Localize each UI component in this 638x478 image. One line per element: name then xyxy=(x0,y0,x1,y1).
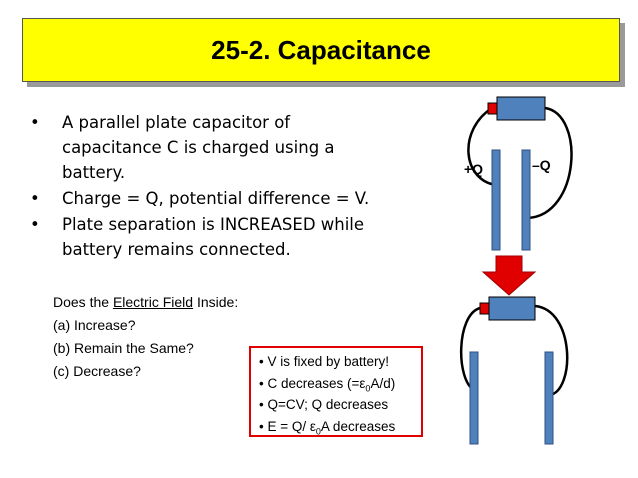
top-battery-icon xyxy=(496,96,546,121)
bullet-line: battery. xyxy=(62,163,126,182)
title-banner: 25-2. Capacitance xyxy=(22,18,620,82)
bullet-item: • Plate separation is INCREASED while ba… xyxy=(30,212,400,262)
down-arrow-icon xyxy=(481,255,537,296)
answer-text: A/d) xyxy=(370,375,396,391)
bottom-battery-terminal-icon xyxy=(479,302,490,315)
option-c: (c) Decrease? xyxy=(53,363,141,379)
question-suffix: Inside: xyxy=(193,294,239,310)
bottom-circuit xyxy=(459,296,569,445)
answer-subscript: 0 xyxy=(365,383,371,394)
answer-marker: • xyxy=(259,397,264,412)
answer-box: • V is fixed by battery! • C decreases (… xyxy=(249,346,423,437)
answer-marker: • xyxy=(259,418,264,434)
top-circuit: +Q –Q xyxy=(464,96,573,251)
answer-text: V is fixed by battery! xyxy=(263,354,390,369)
bullet-marker: • xyxy=(30,189,40,208)
answer-subscript: 0 xyxy=(315,426,321,437)
bottom-right-wire xyxy=(534,304,569,397)
answer-line: • Q=CV; Q decreases xyxy=(259,394,421,416)
top-left-plate xyxy=(491,149,501,251)
answer-line: • E = Q/ ε0A decreases xyxy=(259,416,421,438)
answer-marker: • xyxy=(259,375,264,391)
top-right-plate xyxy=(521,149,531,251)
question-block: Does the Electric Field Inside: (a) Incr… xyxy=(53,291,238,383)
bullet-list: • A parallel plate capacitor of capacita… xyxy=(30,110,400,263)
question-prefix: Does the xyxy=(53,294,113,310)
bullet-line: A parallel plate capacitor of xyxy=(62,113,291,132)
bullet-marker: • xyxy=(30,113,40,132)
minus-q-label: –Q xyxy=(532,157,551,173)
bullet-marker: • xyxy=(30,215,40,234)
bullet-line: capacitance C is charged using a xyxy=(62,138,335,157)
bottom-battery-icon xyxy=(488,296,536,321)
bullet-line: Plate separation is INCREASED while xyxy=(62,215,365,234)
answer-text: Q=CV; Q decreases xyxy=(263,397,389,412)
electric-field-link[interactable]: Electric Field xyxy=(112,294,194,310)
slide-title: 25-2. Capacitance xyxy=(211,34,431,65)
bullet-line: battery remains connected. xyxy=(62,240,291,259)
bottom-right-plate xyxy=(544,351,554,445)
question-prompt: Does the Electric Field Inside: xyxy=(53,291,238,314)
bottom-left-plate xyxy=(469,351,479,445)
bullet-line: Charge = Q, potential difference = V. xyxy=(62,189,370,208)
answer-marker: • xyxy=(259,354,264,369)
top-battery-terminal-icon xyxy=(487,102,498,115)
answer-line: • C decreases (=ε0A/d) xyxy=(259,373,421,395)
bullet-item: • A parallel plate capacitor of capacita… xyxy=(30,110,400,185)
plus-q-label: +Q xyxy=(464,161,483,177)
answer-line: • V is fixed by battery! xyxy=(259,351,421,373)
answer-text: E = Q/ ε xyxy=(263,418,316,434)
answer-text: A decreases xyxy=(320,418,396,434)
option-a: (a) Increase? xyxy=(53,317,136,333)
answer-text: C decreases (=ε xyxy=(263,375,366,391)
capacitor-diagram: +Q –Q xyxy=(459,96,573,445)
option-b: (b) Remain the Same? xyxy=(53,340,194,356)
bullet-item: • Charge = Q, potential difference = V. xyxy=(30,186,400,211)
